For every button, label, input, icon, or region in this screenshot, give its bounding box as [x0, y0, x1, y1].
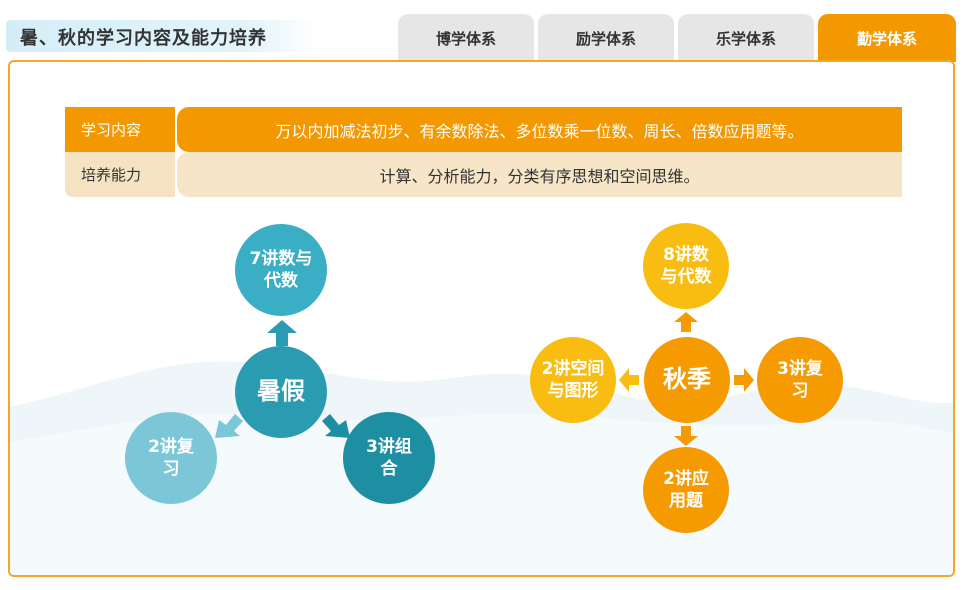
autumn-bottom-circle: 2讲应用题 [643, 447, 729, 533]
summer-top-circle: 7讲数与代数 [235, 224, 327, 316]
tab-boxue[interactable]: 博学体系 [398, 14, 534, 62]
table-row-ability: 培养能力 计算、分析能力，分类有序思想和空间思维。 [65, 152, 902, 197]
summer-center-label: 暑假 [257, 377, 305, 406]
summer-top-label: 7讲数与代数 [249, 248, 313, 291]
arrow-up-icon [674, 312, 698, 332]
summer-left-circle: 2讲复习 [125, 412, 217, 504]
arrow-down-right-icon [322, 414, 350, 438]
summer-left-label: 2讲复习 [148, 436, 194, 479]
autumn-top-label: 8讲数与代数 [660, 244, 712, 287]
row-value: 万以内加减法初步、有余数除法、多位数乘一位数、周长、倍数应用题等。 [177, 107, 902, 152]
autumn-left-circle: 2讲空间与图形 [530, 337, 616, 423]
page-title: 暑、秋的学习内容及能力培养 [20, 28, 267, 49]
row-value: 计算、分析能力，分类有序思想和空间思维。 [177, 152, 902, 197]
row-label: 学习内容 [65, 107, 175, 152]
autumn-left-label: 2讲空间与图形 [541, 358, 605, 401]
tab-lexue[interactable]: 乐学体系 [678, 14, 814, 62]
summer-right-circle: 3讲组合 [343, 412, 435, 504]
page-title-tag: 暑、秋的学习内容及能力培养 [6, 20, 314, 52]
summer-center-circle: 暑假 [235, 346, 327, 438]
autumn-center-label: 秋季 [663, 365, 711, 394]
autumn-center-circle: 秋季 [644, 337, 730, 423]
summer-right-label: 3讲组合 [366, 436, 412, 479]
autumn-right-circle: 3讲复习 [757, 337, 843, 423]
arrow-right-icon [734, 368, 754, 392]
row-label: 培养能力 [65, 152, 175, 197]
autumn-bottom-label: 2讲应用题 [663, 468, 709, 511]
arrow-up-icon [267, 320, 297, 346]
arrow-down-left-icon [215, 414, 243, 438]
tab-qinxue[interactable]: 勤学体系 [818, 14, 956, 62]
arrow-down-icon [674, 426, 698, 446]
table-row-content: 学习内容 万以内加减法初步、有余数除法、多位数乘一位数、周长、倍数应用题等。 [65, 107, 902, 152]
autumn-top-circle: 8讲数与代数 [643, 223, 729, 309]
arrow-left-icon [619, 368, 639, 392]
autumn-right-label: 3讲复习 [777, 358, 823, 401]
content-panel: 学习内容 万以内加减法初步、有余数除法、多位数乘一位数、周长、倍数应用题等。 培… [8, 60, 955, 577]
tab-lixue[interactable]: 励学体系 [538, 14, 674, 62]
